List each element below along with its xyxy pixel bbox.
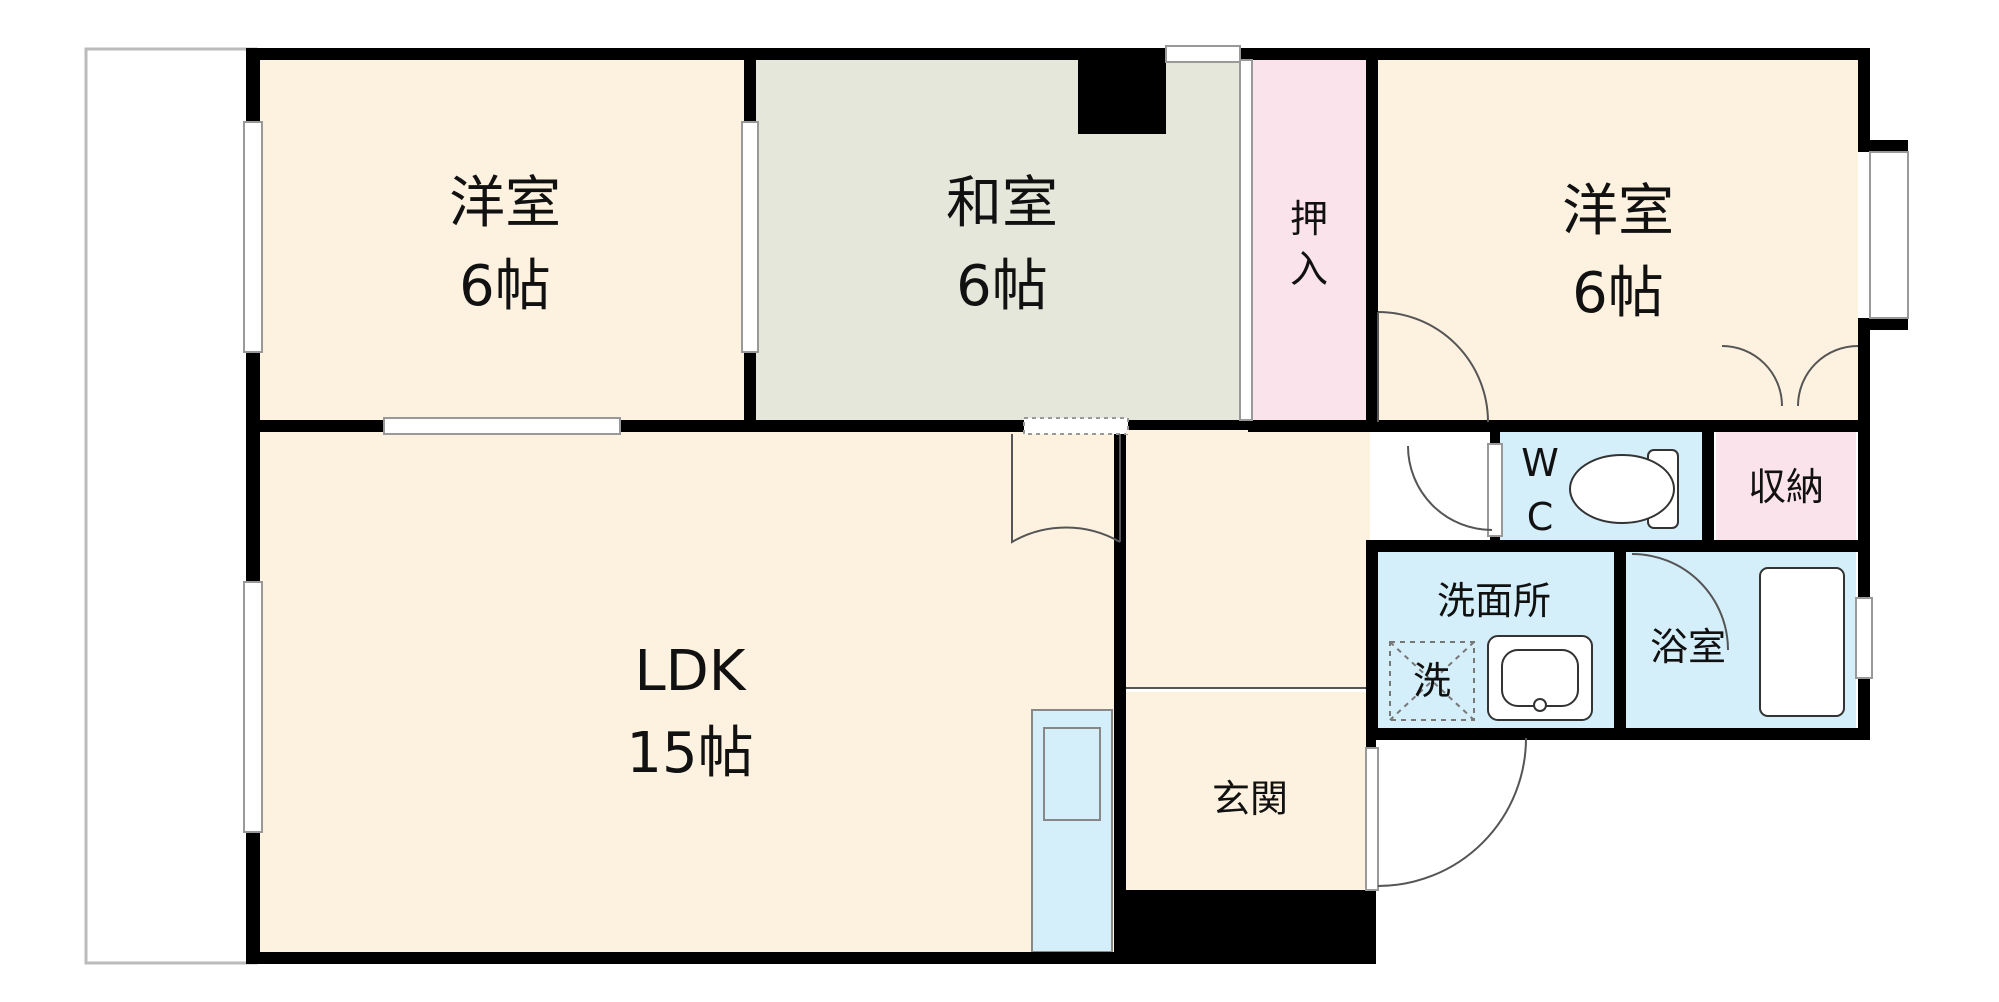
wall-right-upper <box>1858 48 1870 152</box>
western-room-left-size: 6帖 <box>459 254 551 319</box>
western-room-left-name: 洋室 <box>449 171 561 236</box>
bath-window <box>1855 597 1873 679</box>
bathtub <box>1759 567 1845 717</box>
storage-label: 収納 <box>1748 465 1824 509</box>
wall-washroom-left <box>1366 540 1378 740</box>
closet-door-swing-right <box>1797 345 1859 407</box>
japanese-room-column <box>1078 48 1166 134</box>
bay-window-bottom <box>1858 318 1908 330</box>
sliding-door-ldk <box>383 417 621 435</box>
western-room-right-name: 洋室 <box>1562 179 1674 244</box>
ldk-name: LDK <box>634 639 746 704</box>
toilet-door-gap <box>1487 443 1503 537</box>
toilet-label-1: W <box>1521 441 1559 485</box>
window-top-washitsu <box>1165 45 1241 63</box>
entrance-opening-gap <box>1126 430 1248 434</box>
balcony <box>84 47 258 965</box>
entrance-floor <box>1126 692 1370 890</box>
wall-washroom-bath <box>1614 540 1626 730</box>
western-room-right-floor <box>1378 60 1858 420</box>
washer-label: 洗 <box>1413 659 1451 703</box>
storage-floor <box>1716 432 1856 540</box>
washbasin-bowl <box>1501 649 1579 707</box>
washer-space <box>1389 641 1475 721</box>
window-west-lower <box>243 581 263 833</box>
washitsu-door-gap <box>1023 417 1129 435</box>
ldk-size: 15帖 <box>626 721 753 786</box>
bathroom-label: 浴室 <box>1650 625 1726 669</box>
oshiire-label-2: 入 <box>1290 247 1328 291</box>
closet-door-swing-left <box>1721 345 1783 407</box>
wall-between-oshiire-and-western-right <box>1366 48 1378 432</box>
wall-toilet-right <box>1702 420 1714 552</box>
oshiire-floor <box>1252 60 1367 420</box>
sliding-door-upper <box>741 121 759 353</box>
entrance-door-gap <box>1365 747 1379 891</box>
sink <box>1043 727 1101 821</box>
western-right-door-swing <box>1377 311 1489 423</box>
washroom-label: 洗面所 <box>1437 579 1551 623</box>
bath-door-swing <box>1631 553 1729 651</box>
bay-window-top <box>1858 140 1908 152</box>
wall-top-right <box>1240 48 1870 60</box>
washbasin-drain <box>1533 698 1547 712</box>
japanese-room-floor <box>756 60 1246 420</box>
toilet-label-2: C <box>1527 495 1554 539</box>
western-room-right-size: 6帖 <box>1572 261 1664 326</box>
ldk-floor <box>260 432 1120 952</box>
wall-bottom <box>246 952 1376 964</box>
japanese-room-name: 和室 <box>946 171 1058 236</box>
bay-window <box>1869 151 1909 319</box>
toilet-door-swing <box>1407 445 1493 531</box>
wall-bath-bottom <box>1366 728 1870 740</box>
entrance-label: 玄関 <box>1212 777 1288 821</box>
toilet-bowl <box>1569 454 1675 524</box>
western-room-left-floor <box>260 60 750 420</box>
wall-top-left <box>246 48 1166 60</box>
wall-ldk-right <box>1114 432 1126 962</box>
ldk-door-swing <box>1011 434 1121 544</box>
oshiire-label-1: 押 <box>1290 197 1328 241</box>
japanese-room-size: 6帖 <box>956 254 1048 319</box>
entrance-column <box>1126 890 1376 964</box>
hallway-lower-floor <box>1126 432 1236 688</box>
window-west-upper <box>243 121 263 353</box>
sliding-door-oshiire <box>1239 59 1253 421</box>
entrance-door-swing <box>1377 737 1527 887</box>
